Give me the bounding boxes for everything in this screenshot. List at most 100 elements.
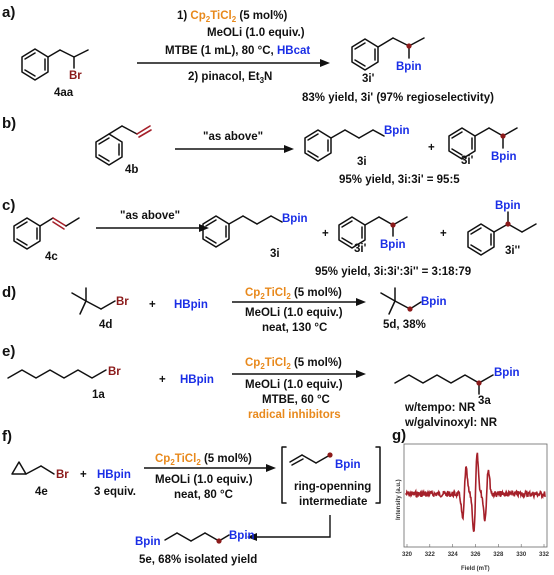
cond-d-line2: MeOLi (1.0 equiv.) xyxy=(245,307,343,319)
label-4aa: 4aa xyxy=(54,87,74,99)
hbpin-f: HBpin xyxy=(97,469,131,481)
product-5e-structure xyxy=(164,532,230,544)
bpin-3i-prime-c: Bpin xyxy=(380,239,406,251)
cond-d-line3: neat, 130 °C xyxy=(262,322,327,334)
reactant-4d-structure xyxy=(71,287,116,315)
panel-g-label: g) xyxy=(392,427,406,444)
cond-d-line1: Cp2TiCl2 (5 mol%) xyxy=(245,287,342,301)
plus-d: + xyxy=(149,299,156,311)
panel-b-label: b) xyxy=(2,115,16,132)
br-atom-1a: Br xyxy=(108,366,121,378)
label-3a: 3a xyxy=(478,395,491,407)
product-3i-prime-structure xyxy=(351,37,425,71)
hbpin-d: HBpin xyxy=(174,299,208,311)
cond-a-line4: 2) pinacol, Et3N xyxy=(188,71,272,85)
reactant-4c-structure xyxy=(13,217,80,250)
bpin-5e-right: Bpin xyxy=(229,530,255,542)
label-3i-prime-a: 3i' xyxy=(362,73,375,85)
epr-tick-label: 322 xyxy=(425,552,436,558)
br-atom-4e: Br xyxy=(56,469,69,481)
cond-a-line3: MTBE (1 mL), 80 °C, HBcat xyxy=(165,45,310,57)
bpin-3i-b: Bpin xyxy=(384,125,410,137)
reactant-4b-structure xyxy=(95,125,152,166)
epr-tick-label: 330 xyxy=(516,552,527,558)
label-3i-c: 3i xyxy=(270,248,280,260)
yield-c: 95% yield, 3i:3i':3i'' = 3:18:79 xyxy=(315,266,471,278)
cond-e-line4: radical inhibitors xyxy=(248,409,341,421)
result-tempo: w/tempo: NR xyxy=(404,402,476,414)
cond-f-line3: neat, 80 °C xyxy=(174,489,233,501)
br-atom-4aa: Br xyxy=(69,70,82,82)
plus-b: + xyxy=(428,142,435,154)
product-5d-structure xyxy=(380,287,422,315)
yield-b: 95% yield, 3i:3i' = 95:5 xyxy=(339,174,460,186)
epr-tick-label: 324 xyxy=(448,552,459,558)
hbpin-e: HBpin xyxy=(180,374,214,386)
product-3i-c-structure xyxy=(202,215,283,248)
label-3i-b: 3i xyxy=(357,156,367,168)
panel-c-label: c) xyxy=(2,197,15,214)
cond-a-line1: 1) Cp2TiCl2 (5 mol%) xyxy=(177,10,287,24)
product-3i-prime-b-structure xyxy=(448,127,518,160)
label-4e: 4e xyxy=(35,486,48,498)
bpin-3i-double-prime: Bpin xyxy=(495,200,521,212)
bpin-3i-prime-a: Bpin xyxy=(396,61,422,73)
product-3i-b-structure xyxy=(304,129,385,162)
intermediate-line2: intermediate xyxy=(299,496,367,508)
bpin-5d: Bpin xyxy=(421,296,447,308)
label-4b: 4b xyxy=(125,164,138,176)
plus-f: + xyxy=(80,469,87,481)
label-4c: 4c xyxy=(45,251,58,263)
result-galvinoxyl: w/galvinoxyl: NR xyxy=(404,417,498,429)
epr-spectrum-plot: 320 322 324 326 328 330 332 xyxy=(402,443,550,558)
equiv-f: 3 equiv. xyxy=(94,486,136,498)
label-3i-prime-b: 3i' xyxy=(461,155,474,167)
panel-d-label: d) xyxy=(2,284,16,301)
epr-ylabel: Intensity (a.u.) xyxy=(396,479,402,520)
label-3i-prime-c: 3i' xyxy=(354,243,367,255)
bpin-3i-c: Bpin xyxy=(282,213,308,225)
bpin-3i-prime-b: Bpin xyxy=(491,151,517,163)
bpin-3a: Bpin xyxy=(494,367,520,379)
cond-e-line1: Cp2TiCl2 (5 mol%) xyxy=(245,357,342,371)
cond-c: "as above" xyxy=(120,210,180,222)
epr-tick-label: 320 xyxy=(402,552,413,558)
panel-f-label: f) xyxy=(2,428,12,445)
epr-tick-labels: 320 322 324 326 328 330 332 xyxy=(402,544,550,558)
reactant-1a-structure xyxy=(7,369,107,379)
label-4d: 4d xyxy=(99,319,112,331)
panel-a-label: a) xyxy=(2,4,15,21)
cond-e-line2: MeOLi (1.0 equiv.) xyxy=(245,379,343,391)
reactant-4e-structure xyxy=(11,461,55,475)
reactant-4aa-structure xyxy=(21,48,89,81)
cond-a-line2: MeOLi (1.0 equiv.) xyxy=(207,27,305,39)
epr-tick-label: 328 xyxy=(493,552,504,558)
cond-b: "as above" xyxy=(203,131,263,143)
label-5e: 5e, 68% isolated yield xyxy=(139,554,257,566)
label-3i-double-prime: 3i'' xyxy=(505,245,520,257)
plus-c1: + xyxy=(322,228,329,240)
epr-xlabel: Field (mT) xyxy=(461,566,490,572)
plus-e: + xyxy=(159,374,166,386)
label-1a: 1a xyxy=(92,389,105,401)
cond-f-line2: MeOLi (1.0 equiv.) xyxy=(155,474,253,486)
epr-trace-line xyxy=(405,452,546,533)
product-3a-structure xyxy=(394,374,494,395)
panel-e-label: e) xyxy=(2,343,15,360)
bpin-5e-left: Bpin xyxy=(135,536,161,548)
yield-a: 83% yield, 3i' (97% regioselectivity) xyxy=(302,92,494,104)
intermediate-bracket xyxy=(281,446,381,504)
intermediate-line1: ring-openning xyxy=(294,481,371,493)
br-atom-4d: Br xyxy=(116,296,129,308)
product-3i-prime-c-structure xyxy=(338,216,408,249)
epr-tick-label: 332 xyxy=(539,552,550,558)
bpin-intermediate: Bpin xyxy=(335,459,361,471)
cond-f-line1: Cp2TiCl2 (5 mol%) xyxy=(155,453,252,467)
product-3i-double-prime-structure xyxy=(467,211,537,256)
epr-tick-label: 326 xyxy=(471,552,482,558)
cond-e-line3: MTBE, 60 °C xyxy=(262,394,330,406)
plus-c2: + xyxy=(440,228,447,240)
arrow-f-intermediate-to-product xyxy=(255,515,331,538)
